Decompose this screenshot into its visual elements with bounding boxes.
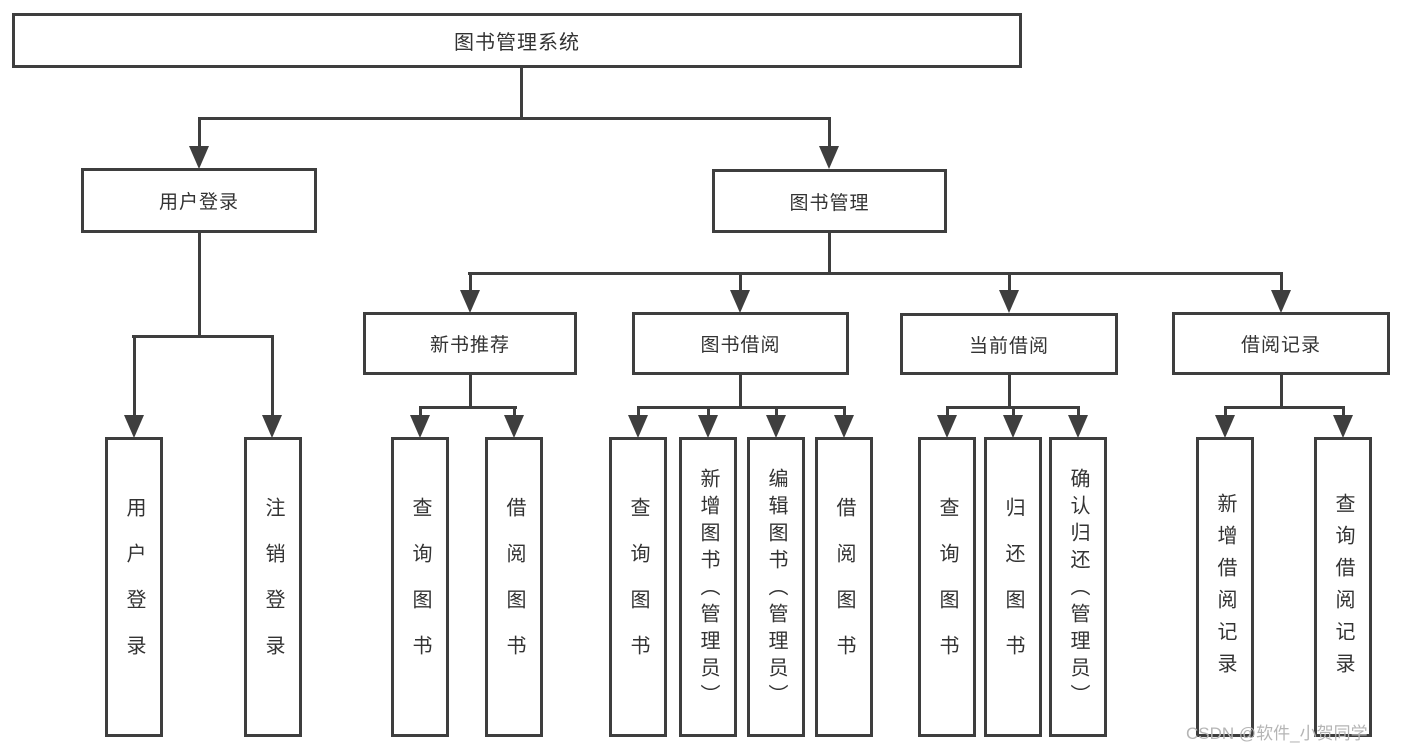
leaf-logout: 注销登录	[244, 437, 302, 737]
arrowhead-down-icon	[1003, 415, 1023, 438]
node-current-borrow: 当前借阅	[900, 313, 1118, 375]
arrowhead-down-icon	[766, 415, 786, 438]
node-book-management-branch: 图书管理	[712, 169, 947, 233]
node-label: 图书管理系统	[454, 32, 580, 54]
node-book-borrow: 图书借阅	[632, 312, 849, 375]
connector	[1077, 406, 1080, 418]
leaf-edit-books-admin: 编辑图书（管理员）	[747, 437, 805, 737]
connector	[739, 373, 742, 409]
connector	[198, 117, 201, 148]
arrowhead-down-icon	[460, 290, 480, 313]
node-label: 确认归还（管理员）	[1067, 467, 1089, 711]
connector	[133, 335, 136, 416]
arrowhead-down-icon	[189, 146, 209, 169]
connector	[946, 406, 949, 418]
connector	[739, 272, 742, 291]
connector	[775, 406, 778, 418]
connector	[419, 406, 422, 418]
arrowhead-down-icon	[1215, 415, 1235, 438]
connector	[1342, 406, 1345, 418]
connector	[271, 335, 274, 416]
node-label: 新增借阅记录	[1214, 493, 1236, 685]
connector	[198, 232, 201, 338]
node-label: 用户登录	[123, 497, 145, 681]
arrowhead-down-icon	[999, 290, 1019, 313]
node-label: 查询图书	[409, 497, 431, 681]
leaf-return-books: 归还图书	[984, 437, 1042, 737]
connector	[419, 406, 517, 409]
connector	[828, 232, 831, 275]
node-label: 用户登录	[158, 192, 239, 213]
arrowhead-down-icon	[124, 415, 144, 438]
connector	[1280, 272, 1283, 291]
arrowhead-down-icon	[834, 415, 854, 438]
leaf-query-borrow-record: 查询借阅记录	[1314, 437, 1372, 737]
node-new-book-recommend: 新书推荐	[363, 312, 577, 375]
csdn-watermark: CSDN @软件_小贺同学	[1186, 724, 1368, 743]
leaf-add-borrow-record: 新增借阅记录	[1196, 437, 1254, 737]
connector	[843, 406, 846, 418]
arrowhead-down-icon	[262, 415, 282, 438]
connector	[1008, 373, 1011, 409]
node-user-login-branch: 用户登录	[81, 168, 317, 233]
node-root-library-management-system: 图书管理系统	[12, 13, 1022, 68]
leaf-query-books-current: 查询图书	[918, 437, 976, 737]
node-label: 新书推荐	[429, 335, 510, 356]
node-borrow-records: 借阅记录	[1172, 312, 1390, 375]
node-label: 当前借阅	[968, 335, 1049, 357]
leaf-borrow-books-recommend: 借阅图书	[485, 437, 543, 737]
connector	[1280, 373, 1283, 409]
node-label: 借阅记录	[1240, 335, 1321, 356]
node-label: 编辑图书（管理员）	[765, 467, 787, 711]
node-label: 借阅图书	[503, 497, 525, 681]
connector	[469, 373, 472, 409]
leaf-user-login: 用户登录	[105, 437, 163, 737]
connector	[1012, 406, 1015, 418]
node-label: 新增图书（管理员）	[697, 467, 719, 711]
leaf-query-books-borrow: 查询图书	[609, 437, 667, 737]
arrowhead-down-icon	[504, 415, 524, 438]
node-label: 图书借阅	[700, 335, 781, 356]
leaf-add-books-admin: 新增图书（管理员）	[679, 437, 737, 737]
connector	[828, 117, 831, 148]
node-label: 归还图书	[1002, 497, 1024, 681]
connector	[132, 335, 274, 338]
node-label: 借阅图书	[833, 497, 855, 681]
connector	[707, 406, 710, 418]
connector	[198, 117, 831, 120]
connector	[637, 406, 846, 409]
connector	[637, 406, 640, 418]
node-label: 注销登录	[262, 497, 284, 681]
node-label: 查询图书	[936, 497, 958, 681]
node-label: 查询借阅记录	[1332, 493, 1354, 685]
leaf-query-books-recommend: 查询图书	[391, 437, 449, 737]
arrowhead-down-icon	[1271, 290, 1291, 313]
arrowhead-down-icon	[730, 290, 750, 313]
leaf-borrow-books: 借阅图书	[815, 437, 873, 737]
node-label: 查询图书	[627, 497, 649, 681]
connector	[520, 66, 523, 120]
connector	[1008, 272, 1011, 291]
node-label: 图书管理	[789, 192, 870, 214]
arrowhead-down-icon	[819, 146, 839, 169]
leaf-confirm-return-admin: 确认归还（管理员）	[1049, 437, 1107, 737]
connector	[513, 406, 516, 418]
connector	[1224, 406, 1344, 409]
connector	[1224, 406, 1227, 418]
arrowhead-down-icon	[937, 415, 957, 438]
connector	[468, 272, 1283, 275]
connector	[469, 272, 472, 291]
arrowhead-down-icon	[410, 415, 430, 438]
arrowhead-down-icon	[1333, 415, 1353, 438]
arrowhead-down-icon	[628, 415, 648, 438]
arrowhead-down-icon	[698, 415, 718, 438]
arrowhead-down-icon	[1068, 415, 1088, 438]
